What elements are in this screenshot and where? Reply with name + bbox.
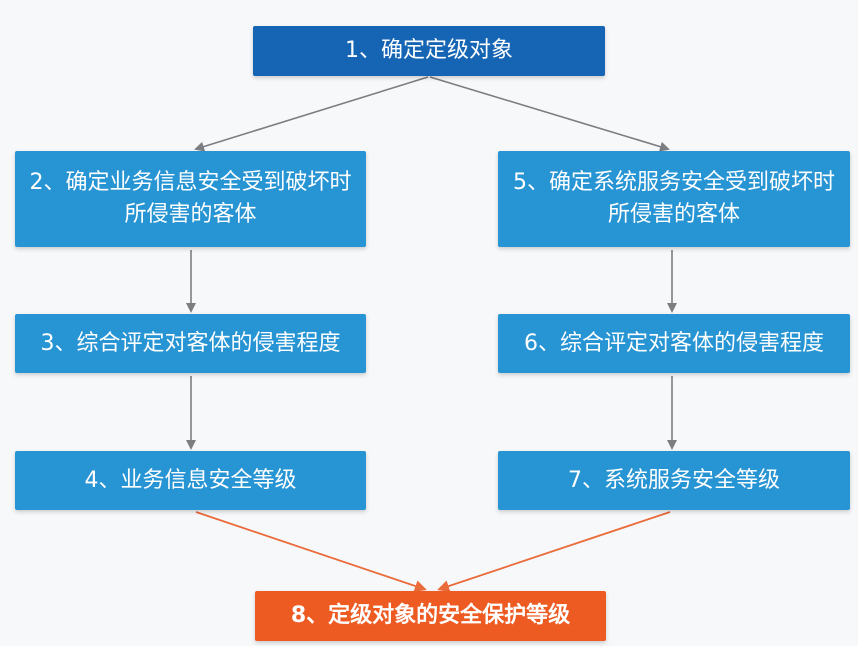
edge-1-to-5 <box>429 76 670 152</box>
edge-1-to-2 <box>194 76 429 152</box>
step-1-determine-target: 1、确定定级对象 <box>253 26 605 76</box>
step-1-label: 1、确定定级对象 <box>345 38 513 64</box>
step-3-label: 3、综合评定对客体的侵害程度 <box>40 330 341 356</box>
step-5-system-service-object: 5、确定系统服务安全受到破坏时所侵害的客体 <box>498 151 850 247</box>
step-5-label: 5、确定系统服务安全受到破坏时所侵害的客体 <box>513 170 835 227</box>
edge-7-to-8 <box>437 511 671 592</box>
step-2-business-info-object: 2、确定业务信息安全受到破坏时所侵害的客体 <box>15 151 366 247</box>
step-3-business-harm-degree: 3、综合评定对客体的侵害程度 <box>15 314 366 373</box>
step-6-label: 6、综合评定对客体的侵害程度 <box>524 330 824 356</box>
step-8-protection-level: 8、定级对象的安全保护等级 <box>255 591 606 641</box>
step-6-service-harm-degree: 6、综合评定对客体的侵害程度 <box>498 314 850 373</box>
step-4-business-info-level: 4、业务信息安全等级 <box>15 451 366 510</box>
step-7-label: 7、系统服务安全等级 <box>568 467 780 493</box>
step-4-label: 4、业务信息安全等级 <box>84 467 297 493</box>
step-7-system-service-level: 7、系统服务安全等级 <box>498 451 850 510</box>
edge-4-to-8 <box>195 511 427 592</box>
step-8-label: 8、定级对象的安全保护等级 <box>290 603 571 629</box>
step-2-label: 2、确定业务信息安全受到破坏时所侵害的客体 <box>29 170 352 227</box>
